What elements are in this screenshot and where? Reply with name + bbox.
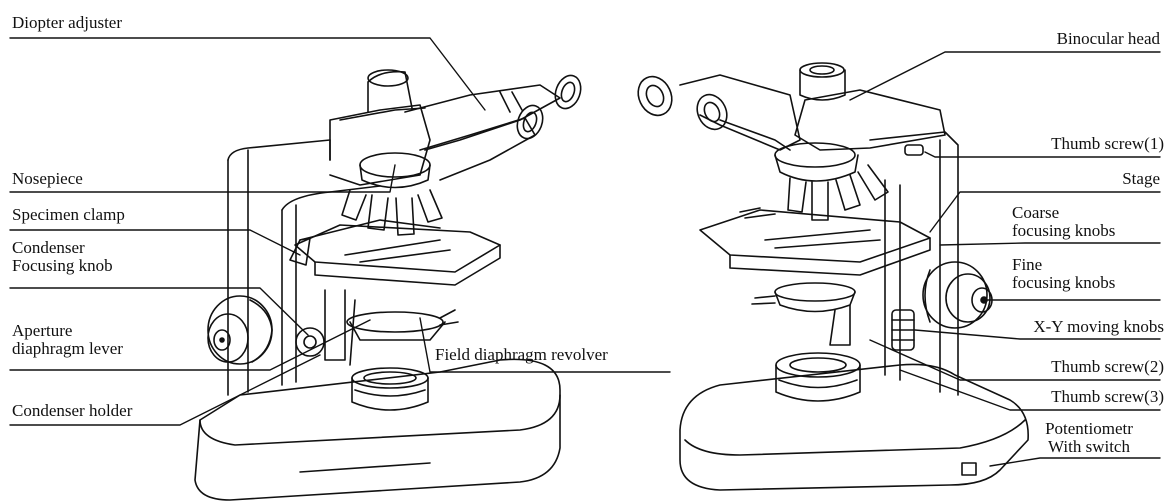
label-potentiometer-line1: Potentiometr [1024,420,1154,438]
label-field-diaphragm-revolver: Field diaphragm revolver [435,346,608,363]
label-diopter-adjuster: Diopter adjuster [12,14,122,31]
label-nosepiece: Nosepiece [12,170,83,187]
label-thumb-screw-2: Thumb screw(2) [1051,358,1164,375]
label-binocular-head: Binocular head [1057,30,1160,47]
label-coarse-focusing-knobs: Coarse focusing knobs [1012,204,1164,240]
label-condenser-focusing-knob: Condenser Focusing knob [12,239,113,275]
label-condenser-holder: Condenser holder [12,402,132,419]
left-base [195,359,560,500]
label-stage: Stage [1122,170,1160,187]
left-microscope [195,70,585,500]
label-potentiometer-line2: With switch [1024,438,1154,456]
label-thumb-screw-3: Thumb screw(3) [1051,388,1164,405]
leader-lines [10,38,1160,466]
label-specimen-clamp: Specimen clamp [12,206,125,223]
label-xy-moving-knobs: X-Y moving knobs [1033,318,1164,335]
label-aperture-line1: Aperture [12,322,123,340]
label-aperture-line2: diaphragm lever [12,340,123,358]
label-fine-line1: Fine [1012,256,1164,274]
right-microscope [632,63,1028,490]
label-fine-focusing-knobs: Fine focusing knobs [1012,256,1164,292]
left-head [330,105,430,185]
label-aperture-diaphragm-lever: Aperture diaphragm lever [12,322,123,358]
label-potentiometer-with-switch: Potentiometr With switch [1024,420,1154,456]
label-thumb-screw-1: Thumb screw(1) [1051,135,1164,152]
label-coarse-line1: Coarse [1012,204,1164,222]
label-fine-line2: focusing knobs [1012,274,1164,292]
label-coarse-line2: focusing knobs [1012,222,1164,240]
label-condenser-line2: Focusing knob [12,257,113,275]
label-condenser-line1: Condenser [12,239,113,257]
